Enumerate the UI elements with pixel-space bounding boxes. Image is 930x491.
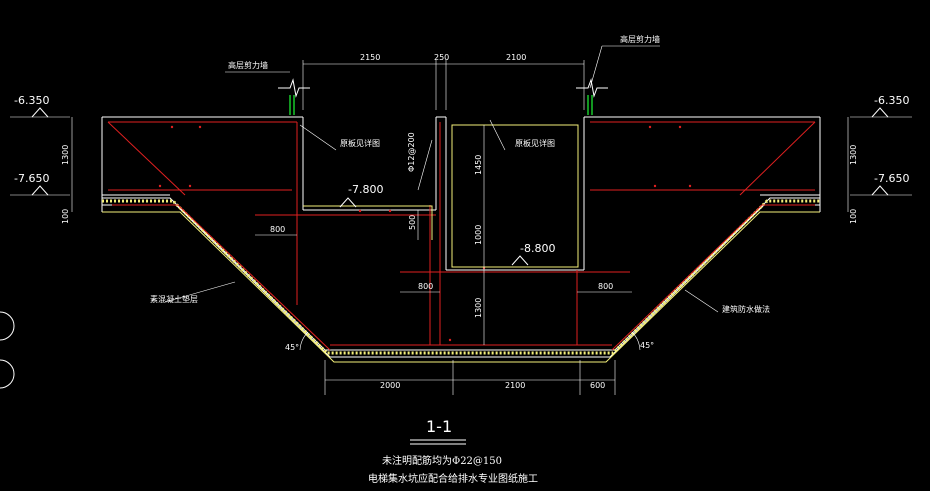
elev-left-mid: -7.650	[14, 172, 49, 185]
dim-anchor-3: 800	[598, 282, 613, 291]
dim-inner-500: 500	[408, 215, 417, 230]
dim-bottom-1: 2000	[380, 381, 400, 390]
label-shear-wall-left: 高层剪力墙	[228, 60, 268, 70]
elev-pit-b: -8.800	[520, 242, 555, 255]
dim-anchor-2: 800	[418, 282, 433, 291]
dim-top-1: 2150	[360, 53, 380, 62]
section-title: 1-1	[426, 417, 452, 436]
dim-anchor-1: 800	[270, 225, 285, 234]
elev-right-mid: -7.650	[874, 172, 909, 185]
cushion-layer	[102, 197, 820, 363]
angle-arc-right	[631, 331, 641, 351]
pit-step	[303, 205, 433, 240]
elev-left-top: -6.350	[14, 94, 49, 107]
elevation-markers	[31, 107, 889, 266]
elev-right-top: -6.350	[874, 94, 909, 107]
note-2: 电梯集水坑应配合给排水专业图纸施工	[368, 472, 538, 485]
label-rebar: Φ12@200	[407, 132, 416, 172]
pit-outline	[451, 124, 579, 268]
dim-right-1300: 1300	[849, 145, 858, 165]
angle-arc-left	[299, 331, 309, 351]
label-detail-right: 原板见详图	[515, 138, 555, 148]
leader-lines	[164, 45, 719, 313]
break-lines	[278, 78, 608, 98]
note-1: 未注明配筋均为Φ22@150	[382, 454, 502, 467]
dim-left-1300: 1300	[61, 145, 70, 165]
dim-right-100: 100	[849, 209, 858, 224]
label-waterproof: 建筑防水做法	[722, 304, 770, 314]
dimension-lines	[10, 60, 912, 395]
dim-bottom-2: 2100	[505, 381, 525, 390]
label-cushion: 素混凝土垫层	[150, 294, 198, 304]
shear-wall-marks	[289, 95, 593, 115]
structure-outline	[101, 116, 821, 271]
dim-inner-1450: 1450	[474, 155, 483, 175]
dim-inner-1000: 1000	[474, 225, 483, 245]
left-edge-arc-1	[0, 311, 15, 341]
dim-top-3: 2100	[506, 53, 526, 62]
dim-top-2: 250	[434, 53, 449, 62]
dim-left-100: 100	[61, 209, 70, 224]
left-edge-arc-2	[0, 359, 15, 389]
rebar-dots	[158, 125, 692, 342]
label-shear-wall-right: 高层剪力墙	[620, 34, 660, 44]
dim-bottom-3: 600	[590, 381, 605, 390]
elev-pit-a: -7.800	[348, 183, 383, 196]
label-detail-left: 原板见详图	[340, 138, 380, 148]
angle-left: 45°	[285, 343, 299, 352]
angle-right: 45°	[640, 341, 654, 350]
rebar-lines	[107, 121, 816, 351]
dim-inner-1300: 1300	[474, 298, 483, 318]
